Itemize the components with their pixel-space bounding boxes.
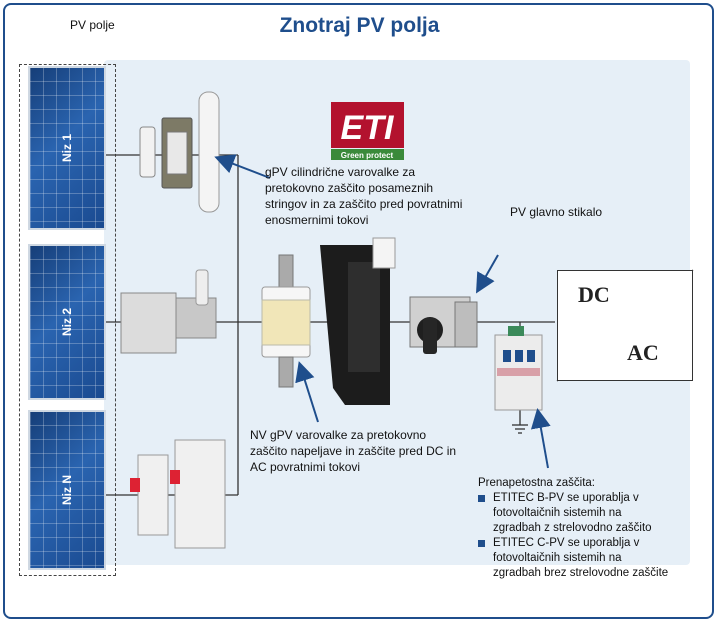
surge-b-line-2: fotovoltaičnih sistemih na	[493, 507, 622, 519]
logo-tagline: Green protect	[341, 151, 394, 160]
surge-item-b: ETITEC B-PV se uporablja v fotovoltaični…	[478, 491, 668, 536]
gpv-cylindrical-fuse	[139, 91, 220, 213]
surge-c-line-2: fotovoltaičnih sistemih na	[493, 552, 622, 564]
nv-fuse-link	[261, 254, 311, 388]
inverter-box	[557, 270, 693, 381]
surge-title: Prenapetostna zaščita:	[478, 477, 595, 489]
surge-item-c: ETITEC C-PV se uporablja v fotovoltaični…	[478, 536, 668, 581]
pv-main-switch	[409, 296, 478, 354]
surge-c-line-3: zgradbah brez strelovodne zaščite	[493, 567, 669, 579]
arrow-nv	[295, 361, 319, 423]
nv-line-3: AC povratnimi tokovi	[250, 460, 361, 474]
logo-text: ETI	[341, 109, 395, 147]
gpv-line-2: pretokovno zaščito posameznih	[265, 181, 434, 195]
diagram-frame	[3, 3, 714, 619]
surge-protector	[494, 326, 543, 411]
eti-logo: ETI Green protect	[331, 102, 404, 160]
solar-panel-1: Niz 1	[28, 66, 106, 230]
gpv-line-4: enosmernimi tokovi	[265, 213, 369, 227]
main-switch-annotation: PV glavno stikalo	[510, 205, 603, 219]
din-fuse-holder	[120, 269, 217, 354]
bullet-square-icon	[478, 540, 485, 547]
gpv-line-1: gPV cilindrične varovalke za	[265, 165, 416, 179]
surge-b-line-3: zgradbah z strelovodno zaščito	[493, 522, 652, 534]
surge-c-line-1: ETITEC C-PV se uporablja v	[493, 537, 640, 549]
inverter-dc-label: DC	[578, 282, 610, 307]
pv-field-boundary	[19, 64, 116, 576]
arrow-gpv	[214, 154, 271, 179]
surge-b-line-1: ETITEC B-PV se uporablja v	[493, 492, 639, 504]
page-title: Znotraj PV polja	[279, 14, 440, 37]
arrow-surge	[530, 408, 551, 469]
solar-panel-n: Niz N	[28, 410, 106, 570]
nv-fuse-base	[320, 237, 396, 405]
gpv-line-3: stringov in za zaščito pred povratnimi	[265, 197, 463, 211]
surge-annotation: Prenapetostna zaščita: ETITEC B-PV se up…	[478, 476, 668, 581]
modular-fuse-holders	[130, 439, 226, 549]
bullet-square-icon	[478, 495, 485, 502]
pv-field-label: PV polje	[70, 18, 115, 32]
inverter-ac-label: AC	[627, 340, 659, 365]
nv-line-1: NV gPV varovalke za pretokovno	[250, 428, 427, 442]
nv-annotation: NV gPV varovalke za pretokovno zaščito n…	[250, 427, 456, 475]
arrow-main-switch	[476, 254, 499, 294]
nv-line-2: zaščito napeljave in zaščite pred DC in	[250, 444, 457, 458]
solar-panel-2: Niz 2	[28, 244, 106, 400]
gpv-annotation: gPV cilindrične varovalke za pretokovno …	[265, 164, 462, 228]
